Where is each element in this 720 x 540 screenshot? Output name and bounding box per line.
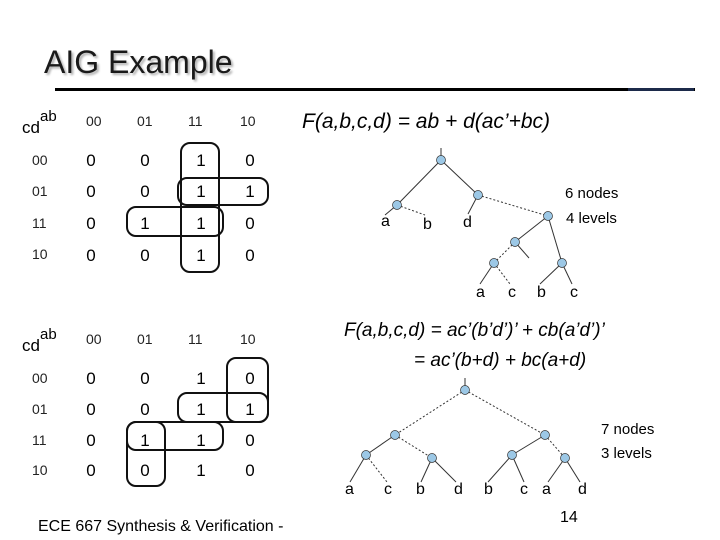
kmap-bottom-row-var: cd: [22, 336, 40, 355]
kmap-top-cell: 0: [245, 246, 255, 265]
kmap-bottom-cell: 1: [196, 431, 206, 450]
kmap-bottom-cell: 0: [140, 400, 150, 419]
kmap-bottom-cell: 0: [245, 369, 255, 388]
kmap-bottom-cell: 0: [86, 431, 96, 450]
slide-title: AIG Example: [44, 44, 233, 80]
aig-top-nodes: [392, 155, 567, 268]
kmap-top-cell: 0: [140, 182, 150, 201]
kmap-top-row-header: 11: [32, 215, 47, 231]
kmap-bottom-cell: 1: [196, 400, 206, 419]
kmap-top-row-var: cd: [22, 118, 40, 137]
aig-bottom-leaf-d: d: [454, 481, 463, 498]
kmap-bottom-row-header: 10: [32, 462, 48, 478]
kmap-top-loop-acd: [177, 177, 269, 206]
kmap-top-cell: 0: [140, 151, 150, 170]
kmap-top-cell: 0: [86, 182, 96, 201]
kmap-bottom-col-header: 00: [86, 331, 102, 347]
kmap-top-cell: 1: [196, 214, 206, 233]
kmap-bottom-cell: 0: [140, 369, 150, 388]
kmap-bottom-cell: 0: [140, 461, 150, 480]
title-underline-accent: [628, 88, 694, 91]
aig-top-leaf-a: a: [381, 213, 390, 230]
aig-top-leaf-c2: c: [570, 284, 578, 301]
kmap-bottom-row-header: 11: [32, 432, 47, 448]
kmap-bottom: cd ab 00 01 11 10 00 01 11 10 0 0 1 0 0 …: [0, 0, 290, 487]
function-top: F(a,b,c,d) = ab + d(ac’+bc): [302, 110, 551, 133]
kmap-top-corner: cd ab: [22, 108, 57, 138]
kmap-bottom-cell: 1: [245, 400, 255, 419]
kmap-bottom-corner: cd ab: [22, 326, 57, 356]
kmap-bottom-cell: 0: [86, 400, 96, 419]
kmap-top-cell: 0: [86, 214, 96, 233]
aig-bottom-leaf-a: a: [345, 481, 354, 498]
kmap-top-cell: 1: [140, 214, 150, 233]
kmap-bottom-cell: 0: [245, 461, 255, 480]
function-bottom-line1: F(a,b,c,d) = ac’(b’d’)’ + cb(a’d’)’: [344, 320, 605, 341]
node-count-top: 6 nodes: [565, 185, 619, 202]
kmap-top-cell: 0: [245, 214, 255, 233]
kmap-bottom-row-header: 00: [32, 370, 48, 386]
kmap-bottom-cell: 1: [140, 431, 150, 450]
kmap-bottom-cell: 1: [196, 461, 206, 480]
aig-bottom-nodes: [361, 385, 570, 463]
function-bottom-line2: = ac’(b+d) + bc(a+d): [414, 350, 587, 371]
node-count-bottom: 7 nodes: [601, 421, 655, 438]
aig-top-leaf-a2: a: [476, 284, 485, 301]
kmap-top-cell: 1: [245, 182, 255, 201]
kmap-bottom-cell: 0: [86, 369, 96, 388]
kmap-top-row-header: 10: [32, 246, 48, 262]
kmap-top-cell: 0: [86, 246, 96, 265]
level-count-bottom: 3 levels: [601, 445, 652, 462]
aig-bottom-leaf-b: b: [416, 481, 425, 498]
footer-course: ECE 667 Synthesis & Verification -: [38, 518, 284, 535]
kmap-top-cell: 1: [196, 182, 206, 201]
kmap-top-cell: 0: [140, 246, 150, 265]
kmap-top-col-var: ab: [40, 108, 57, 125]
kmap-top-col-header: 10: [240, 113, 256, 129]
kmap-bottom-cell: 1: [196, 369, 206, 388]
level-count-top: 4 levels: [566, 210, 617, 227]
kmap-top-row-header: 01: [32, 183, 48, 199]
page-number: 14: [560, 509, 578, 526]
aig-top-leaf-d: d: [463, 214, 472, 231]
kmap-top-col-header: 00: [86, 113, 102, 129]
aig-bottom-leaf-a2: a: [542, 481, 551, 498]
aig-bottom-leaf-d2: d: [578, 481, 587, 498]
kmap-bottom-row-header: 01: [32, 401, 48, 417]
kmap-bottom-col-header: 10: [240, 331, 256, 347]
kmap-top-col-header: 01: [137, 113, 153, 129]
aig-bottom-leaf-c2: c: [520, 481, 528, 498]
aig-bottom-edges: [349, 378, 581, 483]
aig-top-leaf-c: c: [508, 284, 516, 301]
kmap-bottom-cell: 0: [86, 461, 96, 480]
kmap-top-cell: 1: [196, 151, 206, 170]
kmap-bottom-cell: 0: [245, 431, 255, 450]
kmap-bottom-col-header: 11: [188, 331, 203, 347]
kmap-top-cell: 0: [86, 151, 96, 170]
aig-top-leaf-b: b: [423, 216, 432, 233]
kmap-bottom-col-var: ab: [40, 326, 57, 343]
kmap-top-col-header: 11: [188, 113, 203, 129]
kmap-top-loop-bcd: [126, 206, 224, 237]
kmap-top: cd ab 00 01 11 10 00 01 11 10 0 0 1 0 0 …: [0, 0, 290, 273]
kmap-top-cell: 0: [245, 151, 255, 170]
title-underline: [55, 88, 695, 91]
kmap-bottom-col-header: 01: [137, 331, 153, 347]
aig-top-leaf-b2: b: [537, 284, 546, 301]
aig-bottom-leaf-b2: b: [484, 481, 493, 498]
kmap-top-row-header: 00: [32, 152, 48, 168]
kmap-top-cell: 1: [196, 246, 206, 265]
kmap-bottom-loop-4: [126, 421, 166, 487]
aig-bottom-leaf-c: c: [384, 481, 392, 498]
kmap-bottom-loop-2: [226, 357, 269, 423]
